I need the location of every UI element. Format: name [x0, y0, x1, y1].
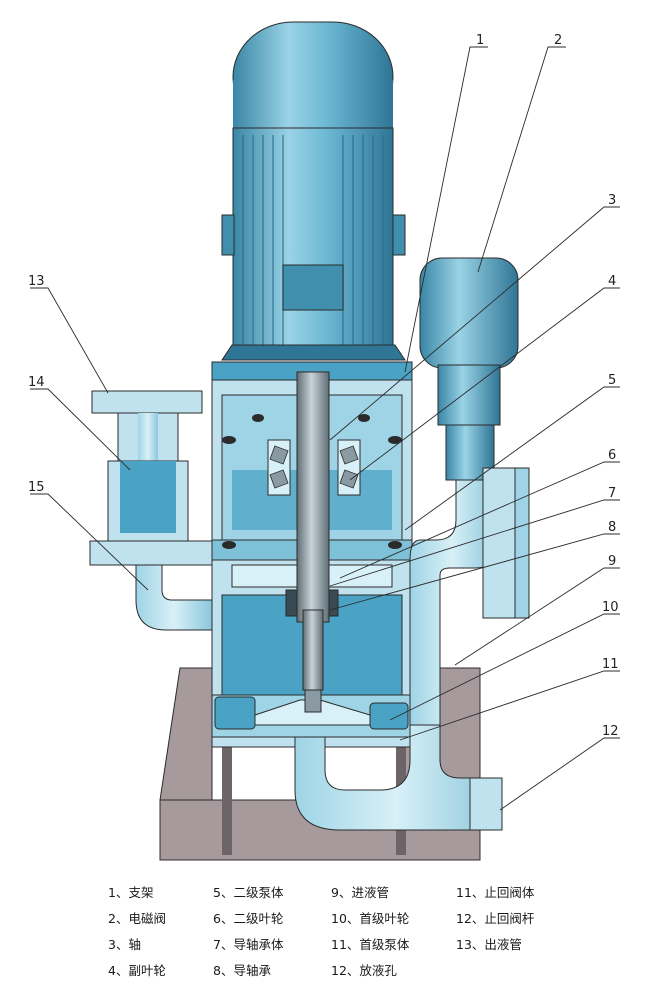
outlet-pipe: [89, 390, 213, 631]
callout-2: 2: [554, 33, 562, 48]
callout-6: 6: [608, 448, 616, 463]
parts-legend: 1、支架 5、二级泵体 9、进液管 11、止回阀体 2、电磁阀 6、二级叶轮 1…: [108, 884, 628, 980]
legend-item: 4、副叶轮: [108, 963, 166, 978]
legend-item: 6、二级叶轮: [213, 911, 284, 926]
callout-12: 12: [602, 724, 619, 739]
legend-item: 11、首级泵体: [331, 937, 410, 952]
callout-15: 15: [28, 480, 45, 495]
callout-4: 4: [608, 274, 616, 289]
callout-14: 14: [28, 375, 45, 390]
legend-item: 11、止回阀体: [456, 885, 535, 900]
legend-item: 5、二级泵体: [213, 885, 284, 900]
callout-3: 3: [608, 193, 616, 208]
legend-item: 8、导轴承: [213, 963, 271, 978]
legend-item: 1、支架: [108, 885, 154, 900]
legend-item: 9、进液管: [331, 885, 389, 900]
callout-13: 13: [28, 274, 45, 289]
callout-1: 1: [476, 33, 484, 48]
leader-lines: [30, 46, 620, 811]
motor: [221, 21, 406, 361]
callout-9: 9: [608, 554, 616, 569]
legend-item: 12、止回阀杆: [456, 911, 535, 926]
legend-item: 2、电磁阀: [108, 911, 166, 926]
callout-7: 7: [608, 486, 616, 501]
legend-item: 13、出液管: [456, 937, 522, 952]
callout-11: 11: [602, 657, 619, 672]
legend-item: 10、首级叶轮: [331, 911, 410, 926]
callout-5: 5: [608, 373, 616, 388]
callout-labels: 1 2 3 4 5 6 7 8 9 10 11 12 13 14 15: [28, 33, 619, 739]
legend-item: [456, 962, 596, 980]
legend-item: 12、放液孔: [331, 963, 397, 978]
lower-shaft: [302, 609, 324, 691]
legend-item: 7、导轴承体: [213, 937, 284, 952]
callout-10: 10: [602, 600, 619, 615]
shaft: [296, 371, 330, 623]
solenoid-valve: [419, 257, 519, 481]
legend-item: 3、轴: [108, 937, 141, 952]
callout-8: 8: [608, 520, 616, 535]
